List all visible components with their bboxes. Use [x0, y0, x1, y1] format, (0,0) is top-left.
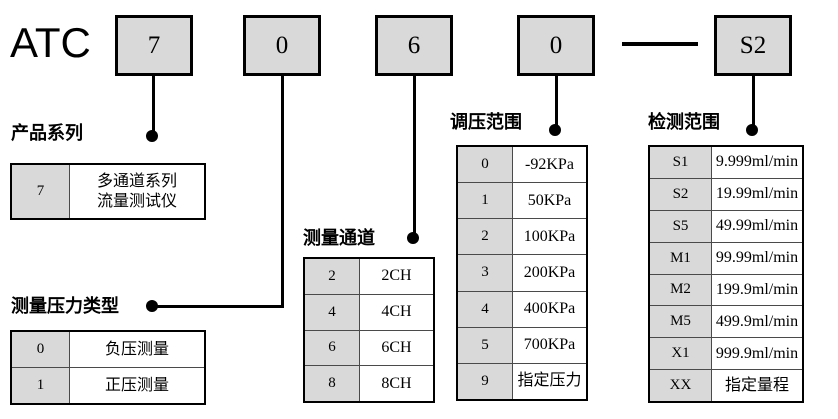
connector-line-series	[152, 76, 155, 138]
row-code: 4	[458, 291, 513, 327]
row-code: 0	[12, 332, 70, 367]
model-prefix-label: ATC	[10, 19, 91, 66]
connector-line-detection-range	[752, 76, 755, 132]
caption-pressure-type: 测量压力类型	[11, 296, 119, 316]
caption-pressure-range: 调压范围	[450, 112, 522, 132]
row-code: 6	[305, 330, 360, 366]
row-code: 7	[12, 165, 70, 218]
separator-dash-icon	[622, 42, 698, 46]
row-value: -92KPa	[513, 147, 586, 183]
row-value: 9.999ml/min	[712, 147, 802, 178]
row-value: 50KPa	[513, 183, 586, 219]
caption-channels: 测量通道	[303, 228, 375, 248]
row-code: 9	[458, 363, 513, 399]
connector-dot-pressure-range	[549, 124, 561, 136]
row-code: 4	[305, 294, 360, 330]
connector-line-pressure-type-horizontal	[152, 305, 284, 308]
connector-line-pressure-range	[555, 76, 558, 132]
row-value: 99.99ml/min	[712, 242, 802, 274]
connector-dot-detection-range	[746, 124, 758, 136]
row-code: XX	[650, 370, 712, 401]
row-value: 400KPa	[513, 291, 586, 327]
row-code: S2	[650, 178, 712, 210]
row-value: 指定压力	[513, 363, 586, 399]
row-value: 199.9ml/min	[712, 274, 802, 306]
row-value: 49.99ml/min	[712, 210, 802, 242]
connector-dot-series	[146, 130, 158, 142]
row-value: 负压测量	[70, 332, 204, 367]
row-code: M1	[650, 242, 712, 274]
row-code: 1	[12, 368, 70, 403]
caption-series: 产品系列	[11, 123, 83, 143]
row-value: 6CH	[360, 330, 433, 366]
connector-dot-channels	[407, 232, 419, 244]
row-value: 2CH	[360, 259, 433, 294]
table-row[interactable]: 0-92KPa	[458, 147, 586, 184]
code-box-pressure-type[interactable]: 0	[243, 15, 321, 76]
row-value: 19.99ml/min	[712, 178, 802, 210]
row-code: 2	[305, 259, 360, 294]
code-box-detection-range[interactable]: S2	[714, 15, 792, 76]
row-value: 999.9ml/min	[712, 338, 802, 370]
row-code: X1	[650, 338, 712, 370]
connector-line-pressure-type-vertical	[281, 76, 284, 308]
row-code: 3	[458, 255, 513, 291]
row-code: S1	[650, 147, 712, 178]
caption-detection-range: 检测范围	[648, 112, 720, 132]
row-value: 499.9ml/min	[712, 306, 802, 338]
code-box-series[interactable]: 7	[115, 15, 193, 76]
row-value: 指定量程	[712, 370, 802, 401]
row-code: S5	[650, 210, 712, 242]
row-value: 100KPa	[513, 219, 586, 255]
row-code: 5	[458, 327, 513, 363]
row-value: 8CH	[360, 366, 433, 401]
code-box-pressure-range[interactable]: 0	[517, 15, 595, 76]
row-code: 2	[458, 219, 513, 255]
connector-line-channels	[413, 76, 416, 240]
row-value: 4CH	[360, 294, 433, 330]
row-value: 正压测量	[70, 368, 204, 403]
row-code: 0	[458, 147, 513, 183]
row-code: M2	[650, 274, 712, 306]
connector-dot-pressure-type	[146, 300, 158, 312]
row-code: M5	[650, 306, 712, 338]
row-value: 200KPa	[513, 255, 586, 291]
row-value: 多通道系列 流量测试仪	[70, 165, 204, 218]
row-code: 8	[305, 366, 360, 401]
row-code: 1	[458, 183, 513, 219]
row-value: 700KPa	[513, 327, 586, 363]
code-box-channels[interactable]: 6	[375, 15, 453, 76]
